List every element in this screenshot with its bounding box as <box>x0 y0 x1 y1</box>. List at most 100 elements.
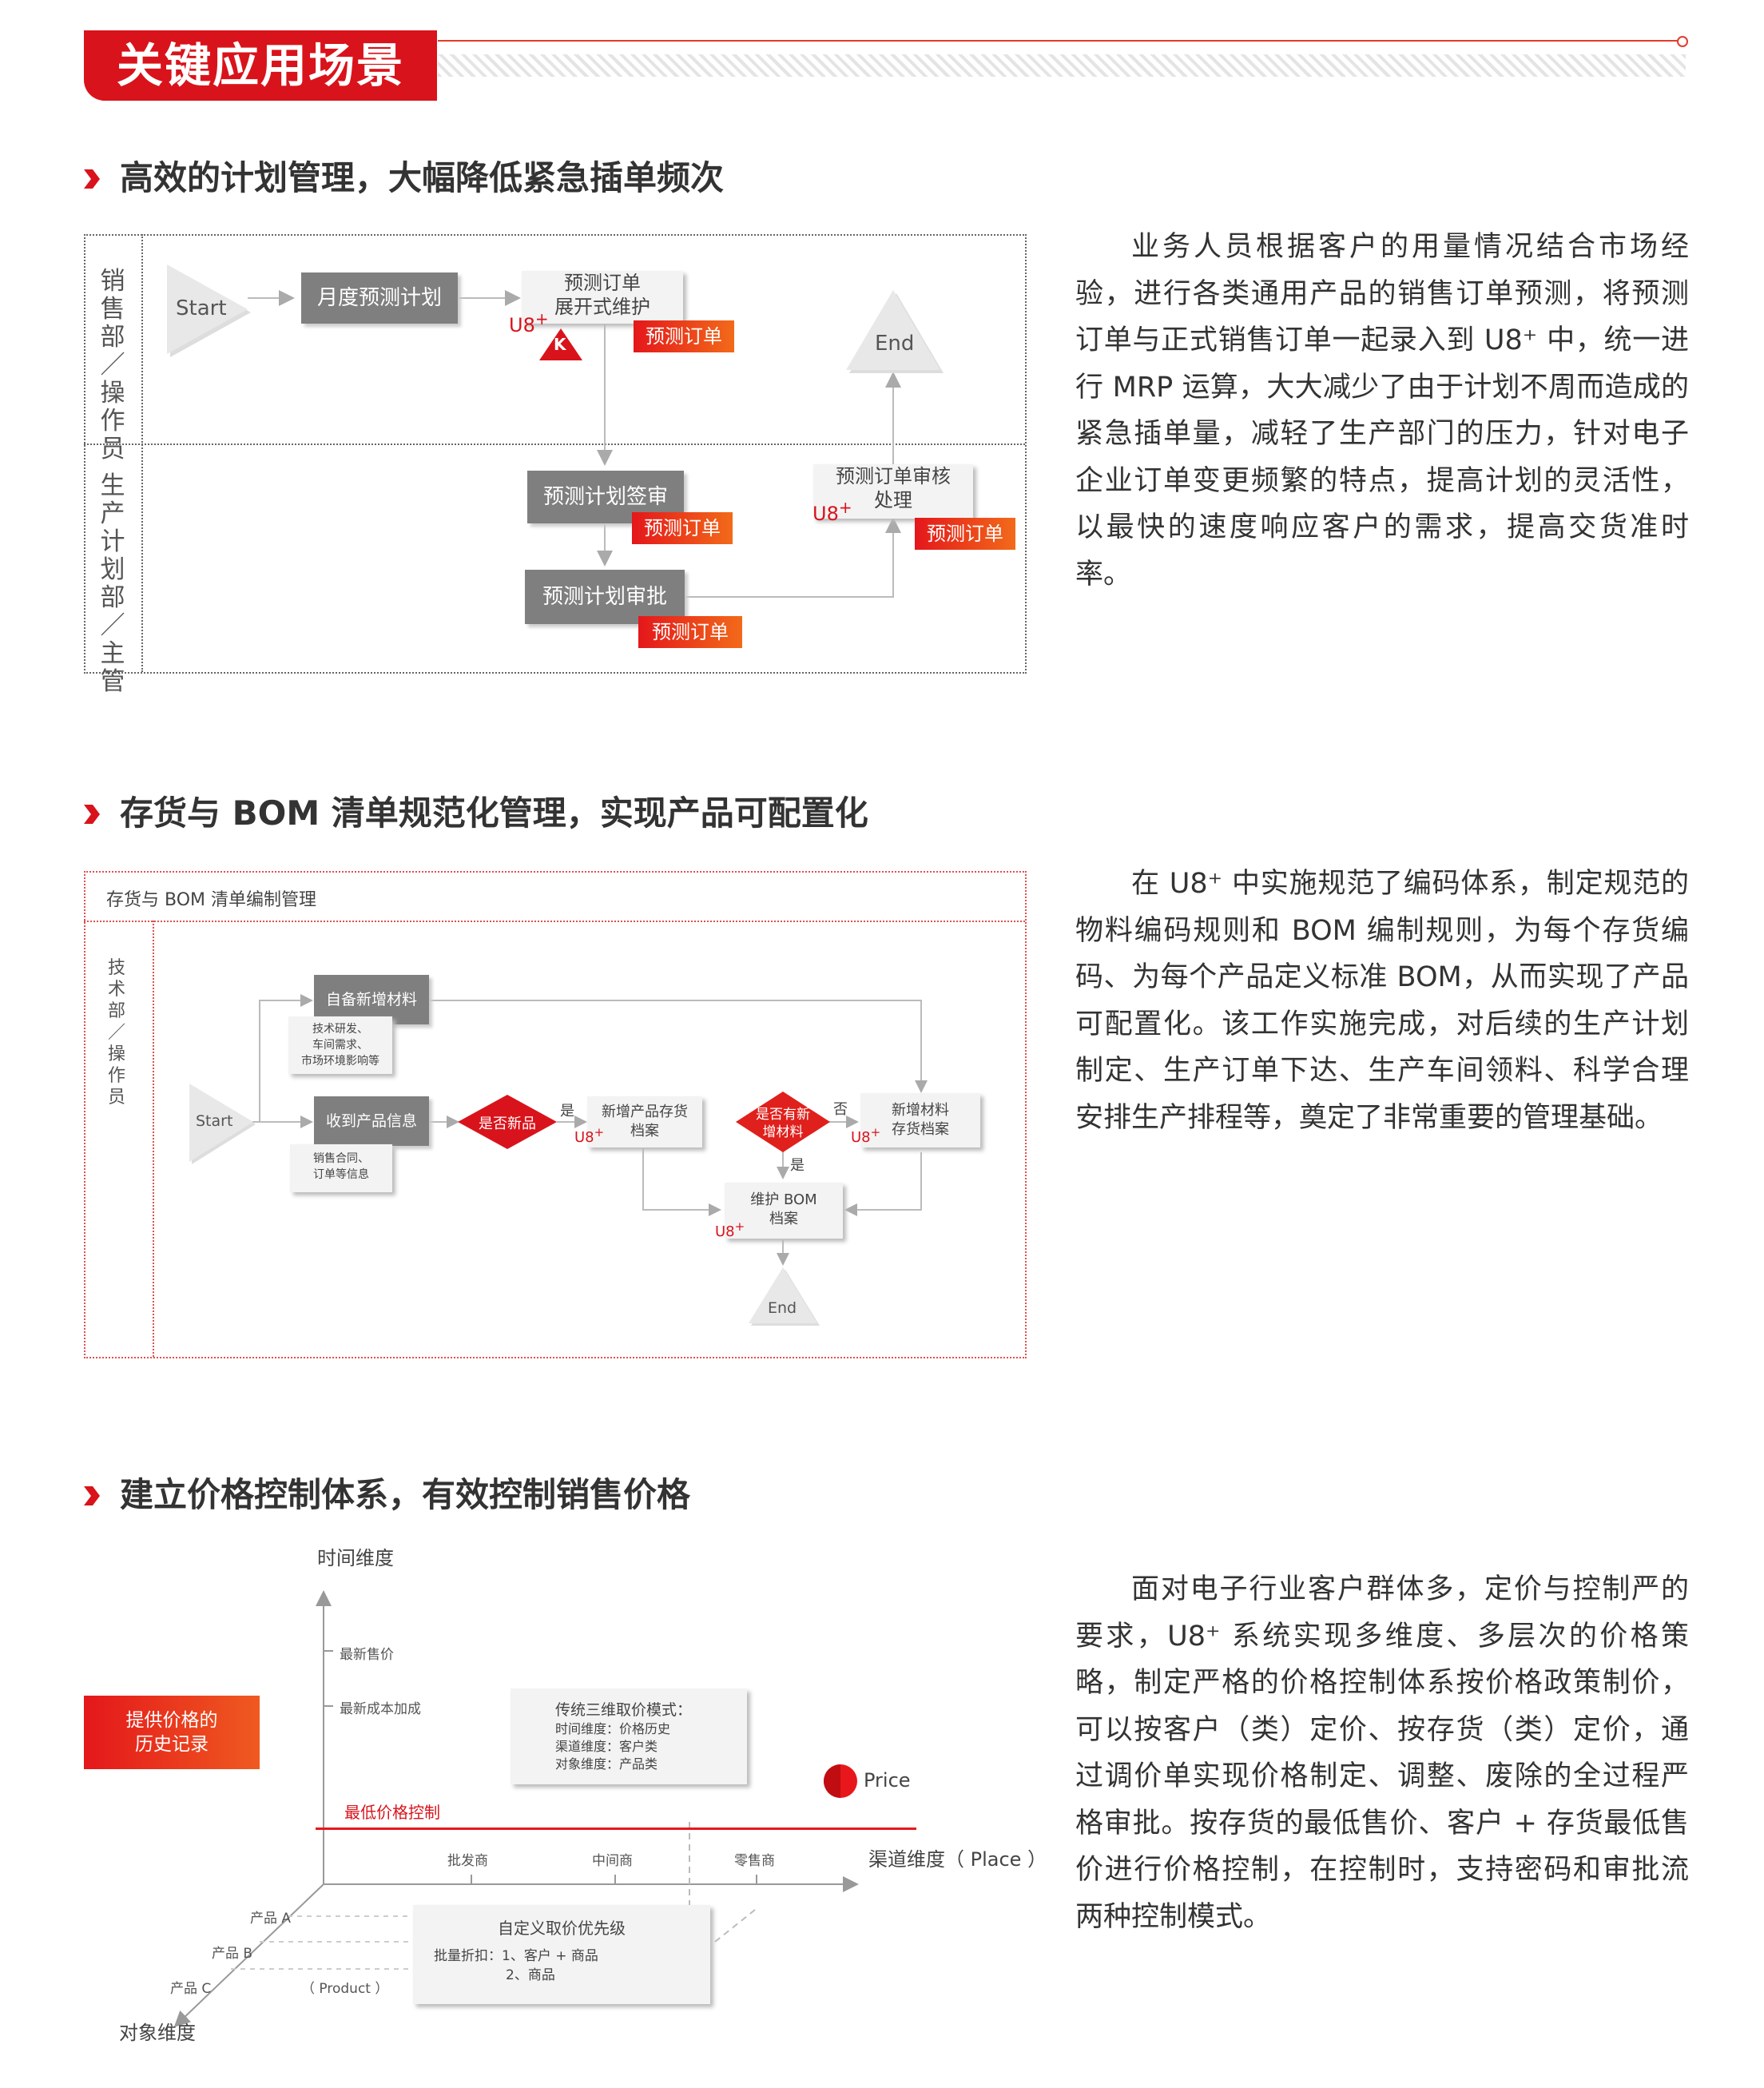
receive-note-line2: 订单等信息 <box>313 1168 369 1181</box>
end-node: End <box>875 332 915 356</box>
flow-frame <box>84 234 1027 674</box>
min-price-label: 最低价格控制 <box>344 1803 440 1822</box>
section1-title: 高效的计划管理，大幅降低紧急插单频次 <box>120 158 725 197</box>
channel-wholesaler: 批发商 <box>447 1853 488 1869</box>
product-a: 产品 A <box>250 1911 292 1927</box>
bom-box: 维护 BOM 档案 <box>725 1183 843 1239</box>
section1-flowchart: 销售部／操作员 生产计划部／主管 Start End K 月度预测计划 预测订单… <box>84 234 1027 696</box>
no-label: 否 <box>833 1101 848 1118</box>
price-legend-label: Price <box>864 1769 911 1792</box>
bom-frame-title: 存货与 BOM 清单编制管理 <box>106 890 316 910</box>
plan-approve-label: 预测计划审批 <box>542 585 667 609</box>
forecast-order-line1: 预测订单 <box>564 272 641 294</box>
header-rule-dot <box>1677 36 1688 47</box>
section2-text: 在 U8⁺ 中实施规范了编码体系，制定规范的物料编码规则和 BOM 编制规则，为… <box>1075 861 1689 1141</box>
new-product-line1: 新增产品存货 <box>602 1104 688 1120</box>
traditional-line-time: 时间维度：价格历史 <box>555 1721 671 1736</box>
section1-paragraph: 业务人员根据客户的用量情况结合市场经验，进行各类通用产品的销售订单预测，将预测订… <box>1075 231 1689 591</box>
forecast-order-line2: 展开式维护 <box>554 296 650 318</box>
u8-text: U8 <box>851 1129 871 1146</box>
bom-lane-divider <box>153 921 154 1357</box>
monthly-plan-label: 月度预测计划 <box>316 286 442 310</box>
bom-connectors <box>189 994 942 1326</box>
section-marker-icon <box>84 169 100 189</box>
u8-text: U8 <box>574 1129 594 1146</box>
self-material-label: 自备新增材料 <box>325 991 417 1008</box>
bom-lane-label: 技术部／操作员 <box>107 958 125 1108</box>
u8-text: U8 <box>812 503 839 525</box>
review-line2: 处理 <box>874 489 912 511</box>
header-rule <box>438 40 1681 42</box>
section3-text: 面对电子行业客户群体多，定价与控制严的要求，U8⁺ 系统实现多维度、多层次的价格… <box>1075 1566 1689 1940</box>
section2-flowchart: 存货与 BOM 清单编制管理 技术部／操作员 Start End 自备新增材料 … <box>84 871 1027 1358</box>
is-new-product-label: 是否新品 <box>479 1116 536 1132</box>
section3-title: 建立价格控制体系，有效控制销售价格 <box>120 1475 691 1514</box>
yes-label-2: 是 <box>790 1157 805 1174</box>
new-product-box: 新增产品存货 档案 <box>587 1096 702 1147</box>
custom-priority-title: 自定义取价优先级 <box>498 1919 626 1938</box>
u8-mark-5: U8+ <box>715 1219 745 1240</box>
price-history-button[interactable]: 提供价格的 历史记录 <box>84 1696 260 1769</box>
new-material-line1: 新增材料 <box>892 1102 949 1119</box>
product-b: 产品 B <box>212 1946 253 1962</box>
review-box: 预测订单审核 处理 <box>813 464 973 519</box>
yes-label-1: 是 <box>560 1103 574 1120</box>
traditional-line-object: 对象维度：产品类 <box>555 1756 658 1772</box>
channel-retailer: 零售商 <box>734 1853 775 1869</box>
product-axis-label: （ Product ） <box>301 1981 389 1997</box>
bom-line1: 维护 BOM <box>750 1191 817 1208</box>
section2-title: 存货与 BOM 清单规范化管理，实现产品可配置化 <box>120 793 868 833</box>
k-badge: K <box>554 335 566 354</box>
receive-info-note: 销售合同、 订单等信息 <box>290 1144 392 1192</box>
axis-time-label: 时间维度 <box>317 1547 394 1569</box>
lane-separator <box>84 443 1025 445</box>
section1-text: 业务人员根据客户的用量情况结合市场经验，进行各类通用产品的销售订单预测，将预测订… <box>1075 224 1689 598</box>
has-new-material-label: 是否有新 增材料 <box>745 1106 820 1141</box>
axis-object-label: 对象维度 <box>119 2022 196 2044</box>
has-new-material-line1: 是否有新 <box>756 1107 810 1123</box>
section-marker-icon <box>84 805 100 824</box>
receive-info-box: 收到产品信息 <box>314 1096 429 1146</box>
section3-paragraph: 面对电子行业客户群体多，定价与控制严的要求，U8⁺ 系统实现多维度、多层次的价格… <box>1075 1573 1689 1933</box>
start-node: Start <box>176 296 227 320</box>
bom-line2: 档案 <box>769 1211 798 1227</box>
u8-mark-2: U8+ <box>812 498 852 525</box>
receive-info-label: 收到产品信息 <box>325 1112 417 1130</box>
plan-approve-box: 预测计划审批 <box>525 570 685 624</box>
bom-header-separator <box>84 921 1025 922</box>
time-tick-cost-plus: 最新成本加成 <box>340 1701 421 1717</box>
lane-divider <box>141 234 143 672</box>
price-diagram: 时间维度 最新售价 最新成本加成 提供价格的 历史记录 传统三维取价模式： 时间… <box>84 1542 1047 2054</box>
forecast-tag: 预测订单 <box>634 320 734 352</box>
new-product-line2: 档案 <box>630 1123 659 1139</box>
self-material-box: 自备新增材料 <box>314 975 429 1024</box>
axis-channel-label: 渠道维度（ Place ） <box>868 1848 1047 1871</box>
product-c: 产品 C <box>170 1981 212 1997</box>
review-line1: 预测订单审核 <box>836 465 951 487</box>
plan-sign-label: 预测计划签审 <box>542 485 668 509</box>
traditional-line-channel: 渠道维度：客户类 <box>555 1739 658 1754</box>
review-tag: 预测订单 <box>915 518 1015 550</box>
new-material-box: 新增材料 存货档案 <box>860 1093 980 1147</box>
receive-note-line1: 销售合同、 <box>313 1152 369 1165</box>
min-price-line <box>316 1827 916 1830</box>
has-new-material-line2: 增材料 <box>762 1124 804 1140</box>
u8-text: U8 <box>715 1223 735 1240</box>
custom-priority-line2: 2、商品 <box>506 1967 555 1983</box>
lane-label-sales: 销售部／操作员 <box>100 267 125 463</box>
custom-priority-line1: 批量折扣：1、客户 + 商品 <box>434 1948 598 1964</box>
plan-sign-tag: 预测订单 <box>632 512 733 544</box>
self-material-note: 技术研发、 车间需求、 市场环境影响等 <box>288 1016 392 1074</box>
traditional-mode-box: 传统三维取价模式： 时间维度：价格历史 渠道维度：客户类 对象维度：产品类 <box>511 1688 747 1784</box>
u8-mark: U8+ <box>509 309 549 336</box>
section-marker-icon <box>84 1486 100 1505</box>
u8-text: U8 <box>509 314 535 336</box>
price-history-line2: 历史记录 <box>135 1734 209 1755</box>
bom-frame <box>84 871 1027 1358</box>
monthly-plan-box: 月度预测计划 <box>301 272 458 324</box>
page-title: 关键应用场景 <box>84 30 437 101</box>
u8-mark-4: U8+ <box>851 1125 880 1146</box>
u8-sup: + <box>734 1219 745 1234</box>
lane-label-production: 生产计划部／主管 <box>100 471 125 696</box>
plan-approve-tag: 预测订单 <box>638 616 742 648</box>
